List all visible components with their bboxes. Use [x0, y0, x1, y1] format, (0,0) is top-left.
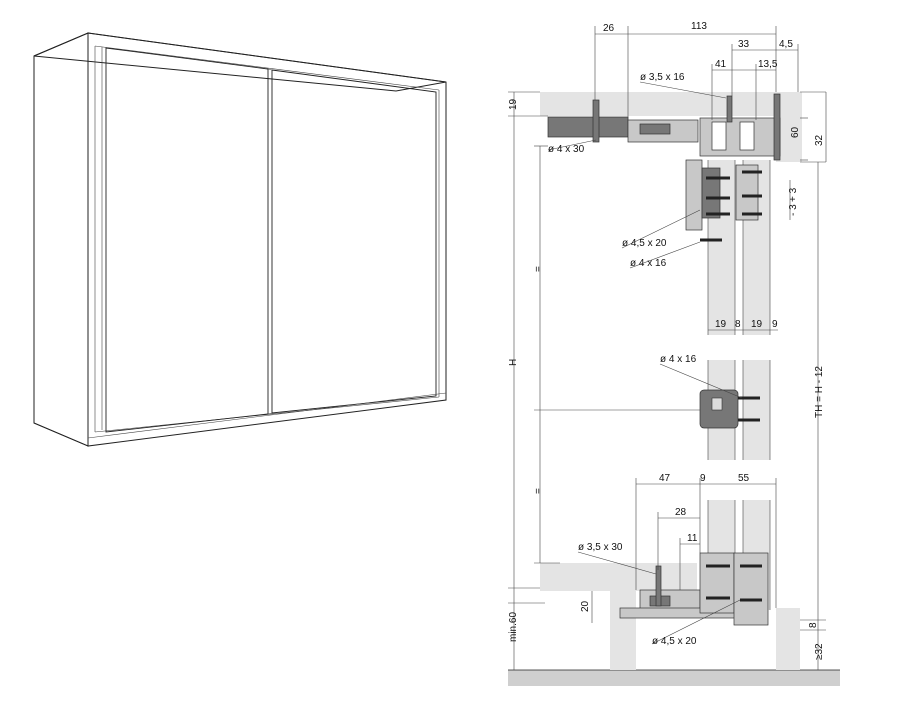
wardrobe-door-left [105, 47, 269, 433]
dim-41: 41 [715, 59, 727, 70]
dim-TH: TH = H - 12 [814, 366, 825, 418]
label-screw-3-5x30: ø 3,5 x 30 [578, 542, 623, 553]
dim-60: 60 [790, 126, 801, 138]
label-screw-4x30: ø 4 x 30 [548, 144, 585, 155]
bottom-panel [540, 563, 697, 591]
label-screw-4x16-mid: ø 4 x 16 [660, 354, 697, 365]
screw-3-5x16-icon [726, 95, 733, 123]
dim-33: 33 [738, 39, 750, 50]
label-screw-4x16-top: ø 4 x 16 [630, 258, 667, 269]
dim-26: 26 [603, 23, 615, 34]
dim-equal-2: = [533, 488, 544, 494]
wardrobe-front [87, 32, 447, 447]
top-bracket-inner [685, 159, 703, 231]
wardrobe-illustration [33, 32, 447, 447]
dim-8-b: 8 [808, 622, 819, 628]
dim-plus-3: + 3 [788, 187, 799, 202]
screw-3-5x30-icon [655, 565, 662, 607]
dim-ge-32: ≥32 [814, 643, 825, 660]
floor [508, 670, 840, 686]
dim-4-5: 4,5 [779, 39, 793, 50]
top-panel [540, 92, 776, 116]
label-screw-3-5x16: ø 3,5 x 16 [640, 72, 685, 83]
label-screw-4-5x20-top: ø 4,5 x 20 [622, 238, 667, 249]
dim-9-a: 9 [772, 319, 778, 330]
dimension-labels: 26 113 33 4,5 41 13,5 19 60 32 + 3 - 3 1… [508, 21, 825, 660]
dim-minus-3: - 3 [788, 204, 799, 216]
wardrobe-door-right [271, 69, 437, 414]
technical-drawing [508, 26, 840, 686]
wardrobe-left-side [33, 32, 89, 447]
dim-9-b: 9 [700, 473, 706, 484]
dim-55: 55 [738, 473, 750, 484]
dim-19-b: 19 [751, 319, 763, 330]
screws-4-5x20-top-icon [706, 170, 762, 216]
screws-4-5x20-bottom-icon [706, 564, 762, 602]
dim-H: H [508, 359, 519, 366]
bottom-bracket-inner [699, 552, 735, 614]
dim-28: 28 [675, 507, 687, 518]
screw-4x30-icon [592, 99, 600, 143]
bottom-bracket-outer [733, 552, 769, 626]
dim-11: 11 [687, 533, 698, 544]
dim-19-a: 19 [715, 319, 727, 330]
dim-13-5: 13,5 [758, 59, 778, 70]
label-screw-4-5x20-bottom: ø 4,5 x 20 [652, 636, 697, 647]
dim-47: 47 [659, 473, 671, 484]
plinth-left [610, 591, 636, 670]
dim-8-a: 8 [735, 319, 741, 330]
dim-32-top: 32 [814, 134, 825, 146]
top-track-block [547, 116, 629, 138]
top-bracket-outer [735, 164, 759, 221]
dim-19-top: 19 [508, 98, 519, 110]
dim-20: 20 [580, 600, 591, 612]
plinth-right [776, 608, 800, 670]
door-panel-outer-mid [743, 360, 770, 460]
dim-equal-1: = [533, 266, 544, 272]
dim-113: 113 [691, 21, 707, 32]
dim-min-60: min.60 [508, 612, 519, 642]
